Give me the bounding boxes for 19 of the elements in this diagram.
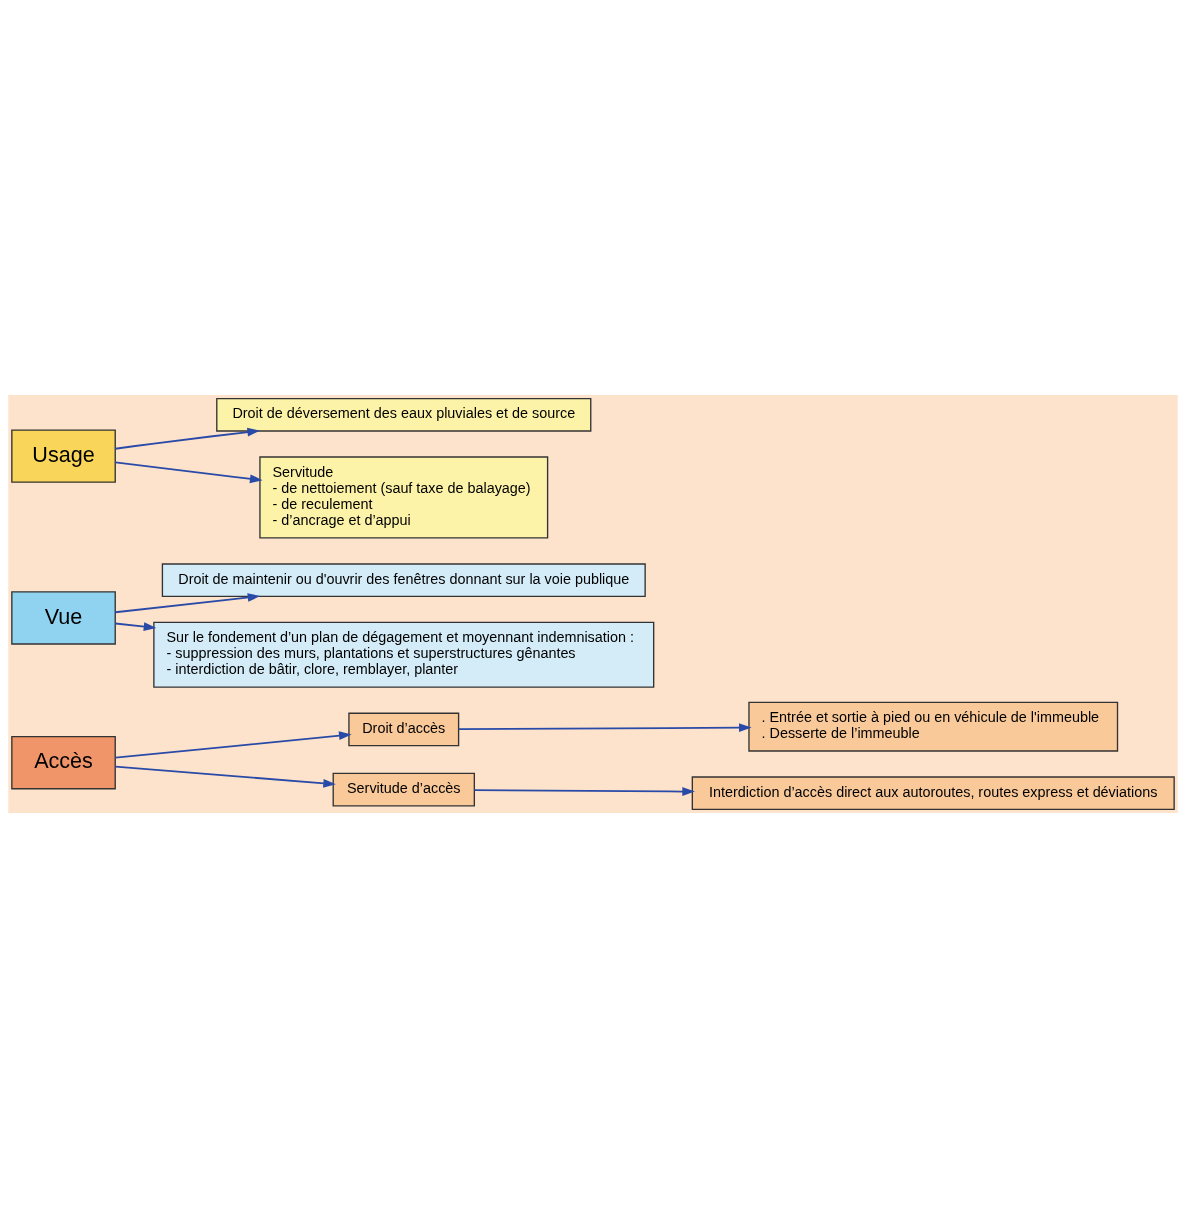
node-box: Droit de déversement des eaux pluviales et de source bbox=[216, 397, 592, 432]
node-box: Servitude - de nettoiement (sauf taxe de balayage) - de reculement - d’ancrage et d’appui bbox=[259, 455, 549, 539]
node-box: Accès bbox=[11, 735, 116, 789]
arrow bbox=[114, 730, 352, 759]
arrow bbox=[114, 460, 263, 483]
arrow bbox=[114, 592, 261, 613]
node-box: Sur le fondement d’un plan de dégagement et moyennant indemnisation : - suppression des murs, plantations et superstructures gênantes - interdiction de bâtir, clore, remblayer, planter bbox=[153, 621, 655, 688]
arrow bbox=[457, 722, 752, 732]
node-box: Interdiction d’accès direct aux autoroutes, routes express et déviations bbox=[691, 775, 1175, 810]
arrow bbox=[114, 765, 336, 788]
arrow bbox=[114, 621, 157, 631]
node-box: Droit d’accès bbox=[348, 712, 460, 746]
node-box: . Entrée et sortie à pied ou en véhicule de l'immeuble . Desserte de l’immeuble bbox=[748, 701, 1119, 752]
arrow bbox=[473, 786, 695, 796]
node-box: Servitude d’accès bbox=[332, 772, 475, 806]
node-box: Usage bbox=[11, 428, 116, 483]
arrow bbox=[114, 427, 260, 450]
node-box: Droit de maintenir ou d'ouvrir des fenêtres donnant sur la voie publique bbox=[161, 562, 646, 597]
node-box: Vue bbox=[11, 590, 116, 645]
